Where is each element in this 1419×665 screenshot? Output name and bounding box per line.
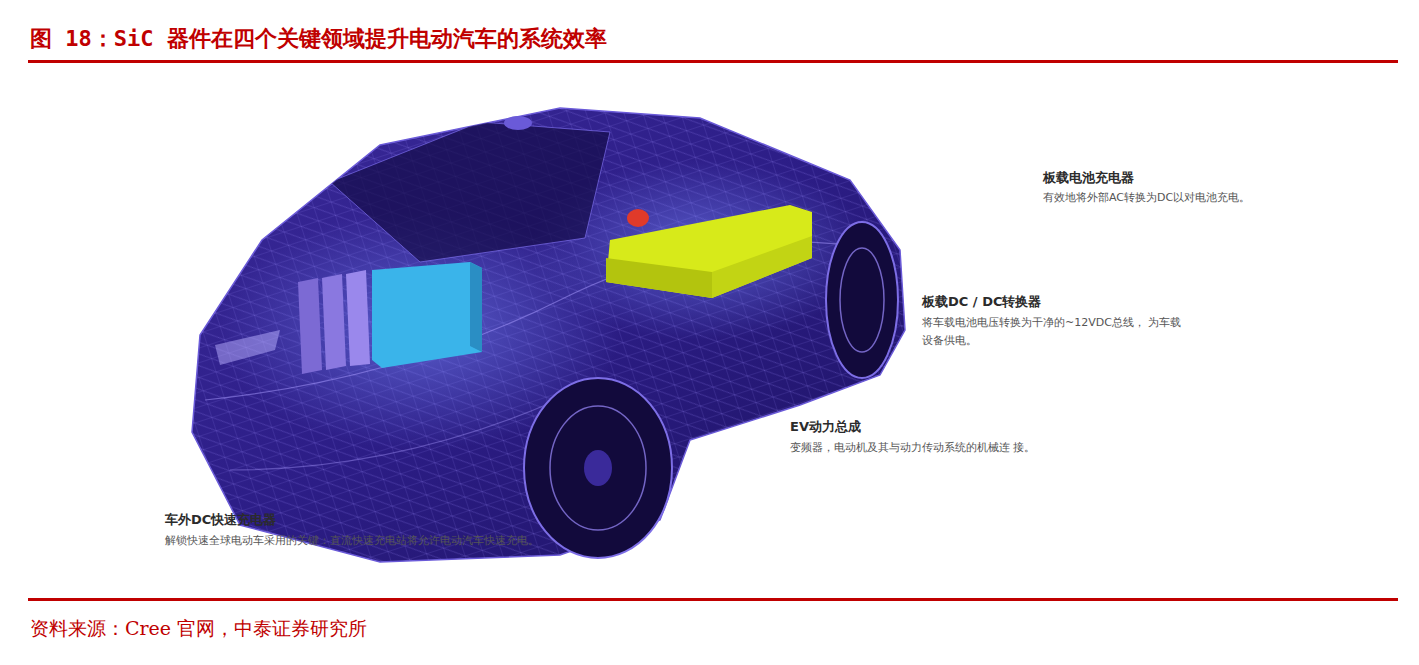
annotation-heading: 车外DC快速充电器	[165, 511, 276, 529]
rear-wheel	[826, 222, 898, 378]
title-rule	[28, 60, 1398, 63]
annotation-body: 解锁快速全球电动车采用的关键：直流快速充电站将允许电动汽车快速充电。	[165, 532, 725, 550]
annotation-heading: EV动力总成	[790, 418, 861, 436]
figure-title: 图 18：SiC 器件在四个关键领域提升电动汽车的系统效率	[30, 24, 607, 54]
annotation-heading: 板载电池充电器	[1043, 169, 1134, 187]
front-wheel	[524, 378, 672, 558]
annotation-heading: 板载DC / DC转换器	[922, 293, 1041, 311]
annotation-body: 变频器，电动机及其与动力传动系统的机械连 接。	[790, 439, 1100, 457]
annotation-body: 将车载电池电压转换为干净的~12VDC总线， 为车载设备供电。	[922, 314, 1184, 350]
charger-port	[627, 209, 649, 227]
powertrain-block	[298, 262, 482, 374]
footer-rule	[28, 598, 1398, 601]
battery-pack	[606, 205, 812, 298]
mirror	[504, 116, 532, 130]
annotation-body: 有效地将外部AC转换为DC以对电池充电。	[1043, 189, 1383, 207]
source-caption: 资料来源：Cree 官网，中泰证券研究所	[30, 616, 367, 642]
